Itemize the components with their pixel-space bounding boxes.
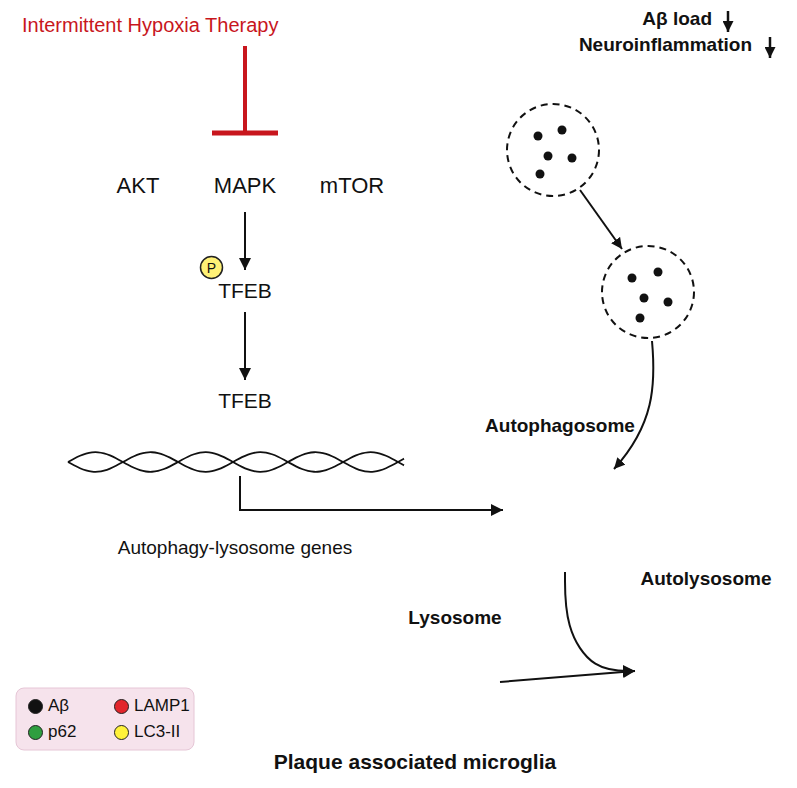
organelle-name: Autolysosome: [641, 568, 772, 590]
phospho-circle: P: [199, 255, 224, 280]
legend-swatch: [28, 699, 43, 714]
flow-arrow: [500, 671, 635, 682]
autolysosome-circle-shape: [635, 600, 777, 742]
legend-entry: LAMP1: [114, 697, 170, 715]
kinase-ellipse: AKT: [88, 160, 188, 212]
cell-outline: Plaque associated microgliaAKTMAPKmTORPT…: [6, 62, 790, 782]
legend-swatch: [28, 725, 43, 740]
kinase-ellipse: mTOR: [302, 160, 402, 212]
inhibition-line: [243, 46, 247, 133]
tfeb-ellipse: TFEB: [203, 270, 287, 312]
legend-swatch: [114, 725, 129, 740]
organelle-name: Autophagosome: [485, 415, 635, 437]
legend-label: p62: [48, 722, 76, 741]
flow-arrow: [580, 190, 622, 249]
legend-label: LAMP1: [134, 696, 190, 715]
vesicle: [602, 246, 694, 338]
kinase-name: mTOR: [320, 173, 384, 198]
kinase-ellipse: MAPK: [195, 160, 295, 212]
organelle-name: Lysosome: [408, 607, 501, 629]
flow-arrow: [244, 212, 246, 270]
phospho-label: P: [207, 259, 216, 275]
cell-label: Plaque associated microglia: [274, 750, 556, 774]
protein-name: TFEB: [218, 279, 272, 303]
flow-arrow: [244, 312, 246, 380]
legend-swatch: [114, 699, 129, 714]
protein-name: TFEB: [218, 389, 272, 413]
legend-box: [16, 688, 194, 750]
autophagosome-circle-shape: [503, 448, 627, 572]
vesicle: [507, 104, 599, 196]
legend-label: LC3-II: [134, 722, 180, 741]
autophagosome-circle: Autophagosome: [503, 448, 627, 572]
outcome-label: Neuroinflammation: [579, 34, 752, 56]
dna-strand: [68, 452, 404, 472]
lysosome-circle-shape: [410, 637, 500, 727]
flow-arrow: [565, 572, 635, 671]
cell-outline-shape: [6, 62, 790, 782]
decrease-arrow: [727, 11, 730, 32]
treatment-title: Intermittent Hypoxia Therapy: [22, 14, 278, 37]
autolysosome-circle: Autolysosome: [635, 600, 777, 742]
kinase-name: AKT: [117, 173, 160, 198]
legend-entry: LC3-II: [114, 723, 160, 741]
dna-strand: [68, 452, 404, 472]
kinase-name: MAPK: [214, 173, 276, 198]
tfeb-ellipse: TFEB: [203, 380, 287, 422]
nucleus-box: Autophagy-lysosome genes TFEB: [40, 338, 432, 590]
outcome-label: Aβ load: [642, 8, 712, 30]
flow-arrow: [614, 341, 653, 469]
flow-arrow: [240, 476, 503, 510]
dna-strand: [68, 452, 404, 472]
legend-entry: Aβ: [28, 697, 49, 715]
decrease-arrow: [769, 37, 772, 58]
gene-label: Autophagy-lysosome genes: [118, 537, 352, 559]
lysosome-circle: Lysosome: [410, 637, 500, 727]
inhibition-bar: [212, 131, 278, 136]
legend-label: Aβ: [48, 696, 69, 715]
legend-entry: p62: [28, 723, 56, 741]
